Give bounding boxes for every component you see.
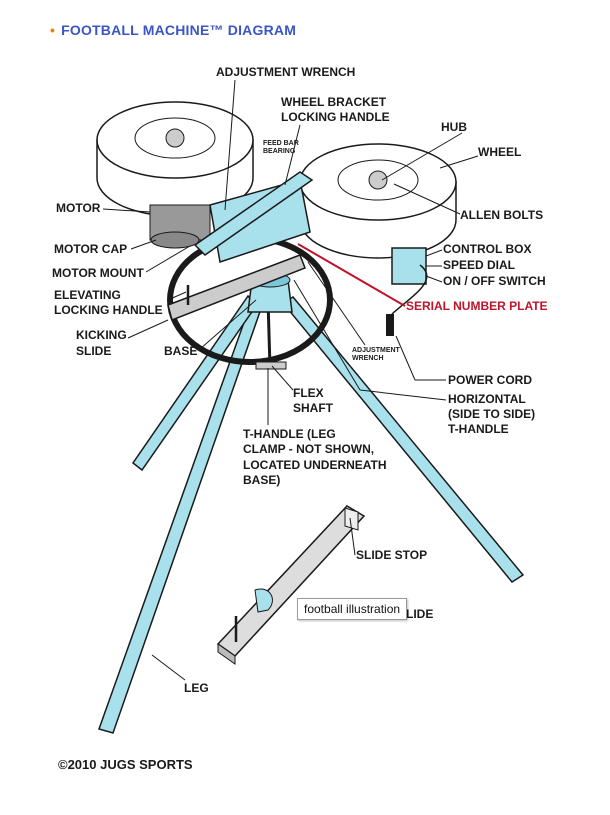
label-kicking-2: SLIDE: [76, 344, 112, 358]
label-feed-bar-1: FEED BAR: [263, 140, 299, 147]
callout-lines: [102, 79, 479, 681]
label-t-handle-1: T-HANDLE (LEG: [243, 427, 336, 441]
feed-bar: [193, 171, 314, 256]
label-wheel-bracket-2: LOCKING HANDLE: [281, 110, 390, 124]
label-serial-number-plate: SERIAL NUMBER PLATE: [406, 299, 548, 313]
motor-cap-shape: [150, 231, 200, 249]
label-elevating-2: LOCKING HANDLE: [54, 303, 163, 317]
label-control-box: CONTROL BOX: [443, 242, 532, 256]
label-horizontal-2: (SIDE TO SIDE): [448, 407, 536, 421]
right-wheel: [299, 143, 457, 259]
label-flex-2: SHAFT: [293, 401, 333, 415]
label-kicking-1: KICKING: [76, 328, 127, 342]
flex-plate: [255, 361, 287, 370]
label-base: BASE: [164, 344, 198, 358]
leg-left-front: [98, 299, 264, 734]
label-t-handle-3: LOCATED UNDERNEATH: [243, 458, 387, 472]
diagram-title: • FOOTBALL MACHINE™ DIAGRAM: [50, 22, 296, 38]
label-hub: HUB: [441, 120, 467, 134]
label-power-cord: POWER CORD: [448, 373, 532, 387]
copyright-text: ©2010 JUGS SPORTS: [58, 757, 193, 772]
label-on-off-switch: ON / OFF SWITCH: [443, 274, 546, 288]
label-flex-1: FLEX: [293, 386, 324, 400]
label-motor-mount: MOTOR MOUNT: [52, 266, 144, 280]
label-t-handle-2: CLAMP - NOT SHOWN,: [243, 442, 375, 456]
label-horizontal-1: HORIZONTAL: [448, 392, 526, 406]
label-wheel-bracket-1: WHEEL BRACKET: [281, 95, 387, 109]
label-leg: LEG: [184, 681, 209, 695]
label-speed-dial: SPEED DIAL: [443, 258, 516, 272]
tripod-legs: [98, 294, 525, 734]
power-cord-shape: [391, 264, 428, 315]
kicking-slide-assembly: [167, 254, 306, 322]
detached-kicking-slide: [216, 505, 366, 665]
label-wheel: WHEEL: [478, 145, 522, 159]
label-elevating-1: ELEVATING: [54, 288, 121, 302]
tooltip-football-illustration: football illustration: [297, 598, 408, 620]
title-bullet: •: [50, 22, 56, 38]
label-horizontal-3: T-HANDLE: [448, 422, 509, 436]
serial-plate-callout: [297, 243, 406, 307]
label-adjustment-wrench-small-1: ADJUSTMENT: [352, 347, 400, 354]
label-allen-bolts: ALLEN BOLTS: [460, 208, 544, 222]
label-adjustment-wrench-small-2: WRENCH: [352, 355, 384, 362]
label-adjustment-wrench: ADJUSTMENT WRENCH: [216, 65, 356, 79]
title-text: FOOTBALL MACHINE™ DIAGRAM: [61, 22, 297, 38]
label-motor: MOTOR: [56, 201, 101, 215]
label-feed-bar-2: BEARING: [263, 148, 296, 155]
leg-left-back: [131, 294, 257, 472]
label-motor-cap: MOTOR CAP: [54, 242, 128, 256]
left-wheel: [96, 101, 254, 217]
label-slide-stop: SLIDE STOP: [356, 548, 428, 562]
label-t-handle-4: BASE): [243, 473, 281, 487]
